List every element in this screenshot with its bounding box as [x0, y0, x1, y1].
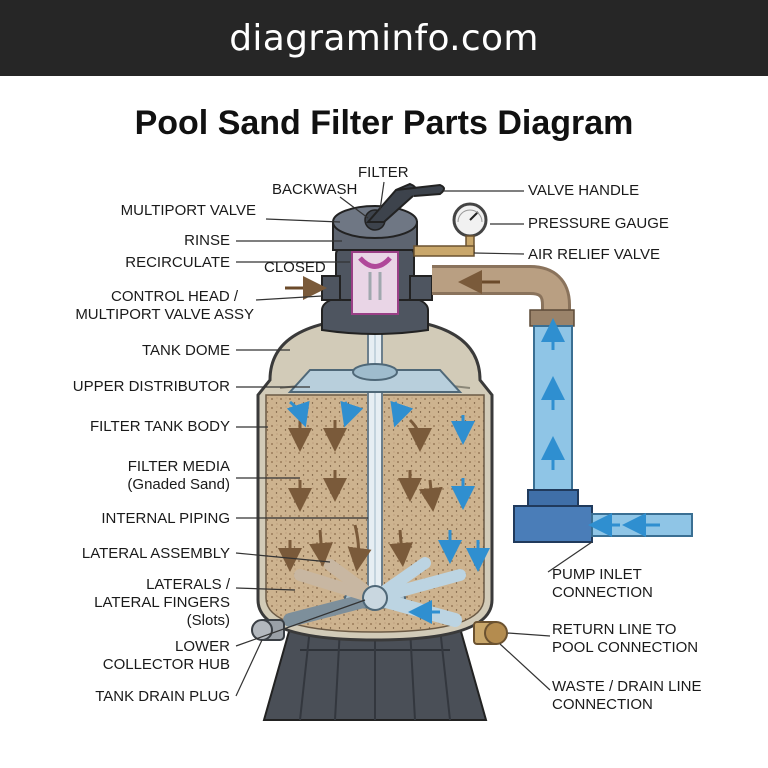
- label-laterals: LATERALS /: [146, 576, 230, 593]
- label-slots: (Slots): [186, 612, 230, 629]
- label-filter-media: FILTER MEDIA: [127, 458, 230, 475]
- label-air-relief-valve: AIR RELIEF VALVE: [528, 246, 660, 263]
- label-filter: FILTER: [358, 164, 409, 181]
- label-collector-hub: COLLECTOR HUB: [102, 656, 230, 673]
- diagram-title: Pool Sand Filter Parts Diagram: [134, 104, 634, 142]
- site-name: diagraminfo.com: [229, 17, 539, 59]
- label-control-head: CONTROL HEAD /: [111, 288, 238, 305]
- label-closed: CLOSED: [264, 259, 326, 276]
- label-filter-media-sand: (Gnaded Sand): [127, 476, 230, 493]
- label-tank-drain-plug: TANK DRAIN PLUG: [95, 688, 230, 705]
- filter-base: [262, 617, 488, 721]
- label-pool-connection: POOL CONNECTION: [552, 639, 699, 656]
- label-lower: LOWER: [174, 638, 230, 655]
- valve-handle: [365, 182, 445, 223]
- flow-arrows-media: [278, 400, 490, 624]
- label-pump-inlet-connection: CONNECTION: [552, 584, 653, 601]
- label-recirculate: RECIRCULATE: [125, 254, 230, 271]
- label-multiport-valve: MULTIPORT VALVE: [120, 202, 256, 219]
- label-rinse: RINSE: [184, 232, 230, 249]
- pump-inlet-pipe: [513, 318, 693, 543]
- leader-lines: [235, 181, 593, 697]
- label-waste-connection: CONNECTION: [552, 696, 653, 713]
- control-head: [321, 247, 433, 335]
- label-filter-tank-body: FILTER TANK BODY: [89, 418, 230, 435]
- label-pressure-gauge: PRESSURE GAUGE: [528, 215, 669, 232]
- label-lateral-fingers: LATERAL FINGERS: [94, 594, 230, 611]
- label-waste-drain-line: WASTE / DRAIN LINE: [552, 678, 702, 695]
- label-upper-distributor: UPPER DISTRIBUTOR: [72, 378, 230, 395]
- upper-distributor: [287, 363, 463, 393]
- label-pump-inlet: PUMP INLET: [552, 566, 642, 583]
- label-valve-handle: VALVE HANDLE: [528, 182, 640, 199]
- label-return-line: RETURN LINE TO: [552, 621, 677, 638]
- label-backwash: BACKWASH: [272, 181, 358, 198]
- waste-drain-connection: [473, 621, 508, 645]
- air-relief-valve: [413, 245, 475, 257]
- label-lateral-assembly: LATERAL ASSEMBLY: [81, 545, 230, 562]
- internal-piping: [367, 299, 383, 591]
- site-banner: diagraminfo.com: [0, 0, 768, 76]
- label-internal-piping: INTERNAL PIPING: [101, 510, 230, 527]
- pressure-gauge: [452, 202, 488, 253]
- label-control-head-assy: MULTIPORT VALVE ASSY: [75, 306, 254, 323]
- label-tank-dome: TANK DOME: [141, 342, 230, 359]
